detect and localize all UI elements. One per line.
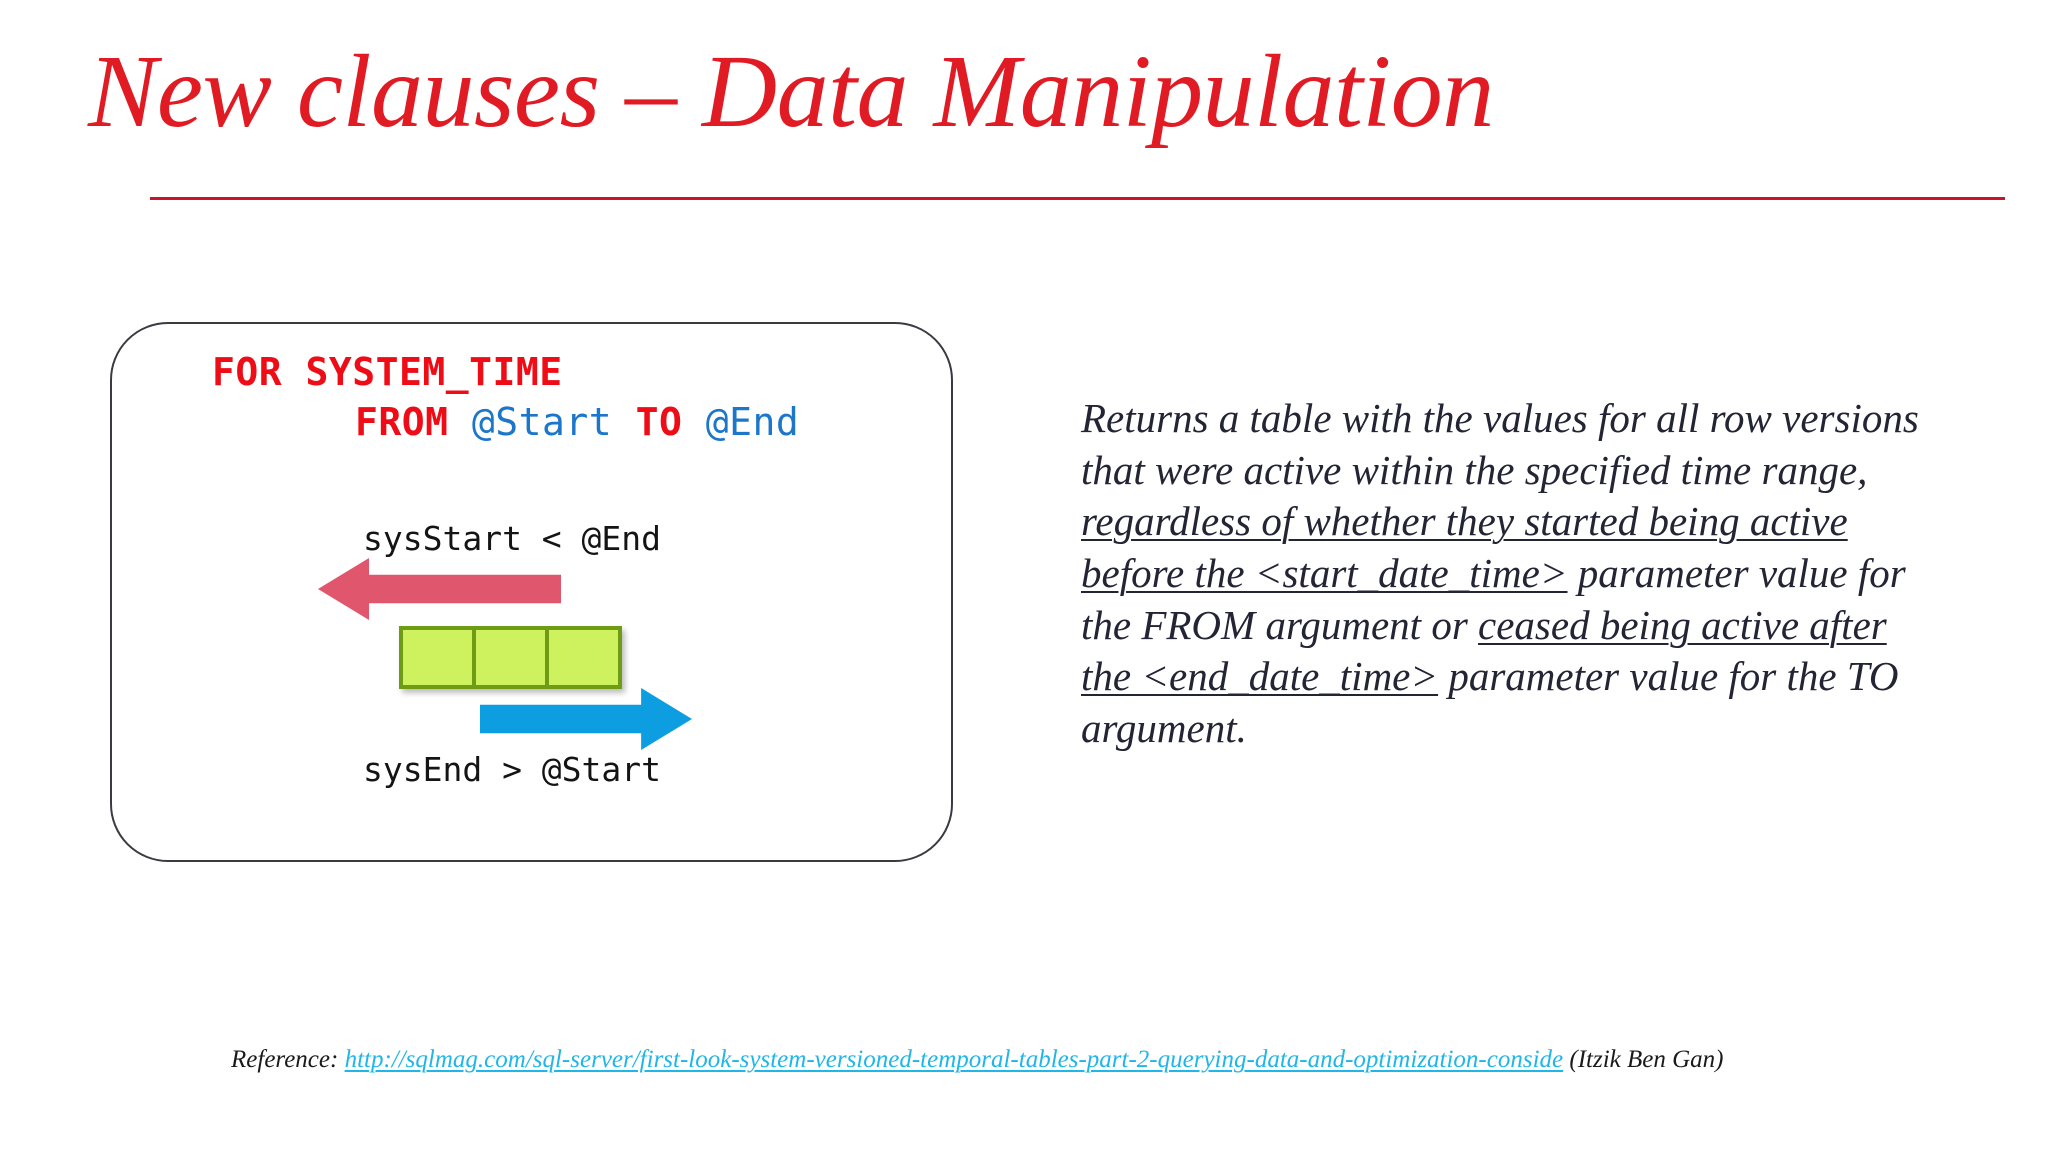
reference-link[interactable]: http://sqlmag.com/sql-server/first-look-…: [344, 1046, 1564, 1073]
row-version-cells: [399, 626, 622, 689]
description-underline-1: regardless of whether they started being…: [1081, 498, 1848, 596]
code-keyword-from: FROM: [355, 400, 449, 444]
diagram-label-sysstart: sysStart < @End: [363, 519, 662, 558]
reference-prefix: Reference:: [231, 1046, 345, 1073]
code-param-end: @End: [705, 400, 800, 444]
code-param-start: @Start: [471, 400, 613, 444]
code-keyword-to: TO: [635, 400, 683, 444]
title-divider: [150, 197, 2005, 200]
diagram-label-sysend: sysEnd > @Start: [363, 750, 662, 789]
code-line-for-system-time: FOR SYSTEM_TIME: [212, 350, 563, 394]
code-line-from-to: FROM @Start TO @End: [355, 403, 799, 441]
row-version-cell: [399, 626, 476, 689]
description-part-2: parameter value for the FROM argument or: [1081, 549, 1906, 648]
code-space-2: [612, 400, 635, 444]
description-part-3: parameter value for the TO argument.: [1081, 653, 1899, 751]
description-underline-2: ceased being active after the <end_date_…: [1081, 601, 1887, 700]
row-version-cell: [545, 626, 622, 689]
code-space-1: [449, 400, 472, 444]
code-space-3: [682, 400, 705, 444]
reference-author: (Itzik Ben Gan): [1563, 1046, 1724, 1073]
row-version-cell: [472, 626, 549, 689]
description-paragraph: Returns a table with the values for all …: [1081, 393, 1921, 755]
reference-footer: Reference: http://sqlmag.com/sql-server/…: [231, 1046, 1724, 1074]
description-part-1: Returns a table with the values for all …: [1081, 395, 1919, 493]
page-title: New clauses – Data Manipulation: [88, 34, 1494, 149]
